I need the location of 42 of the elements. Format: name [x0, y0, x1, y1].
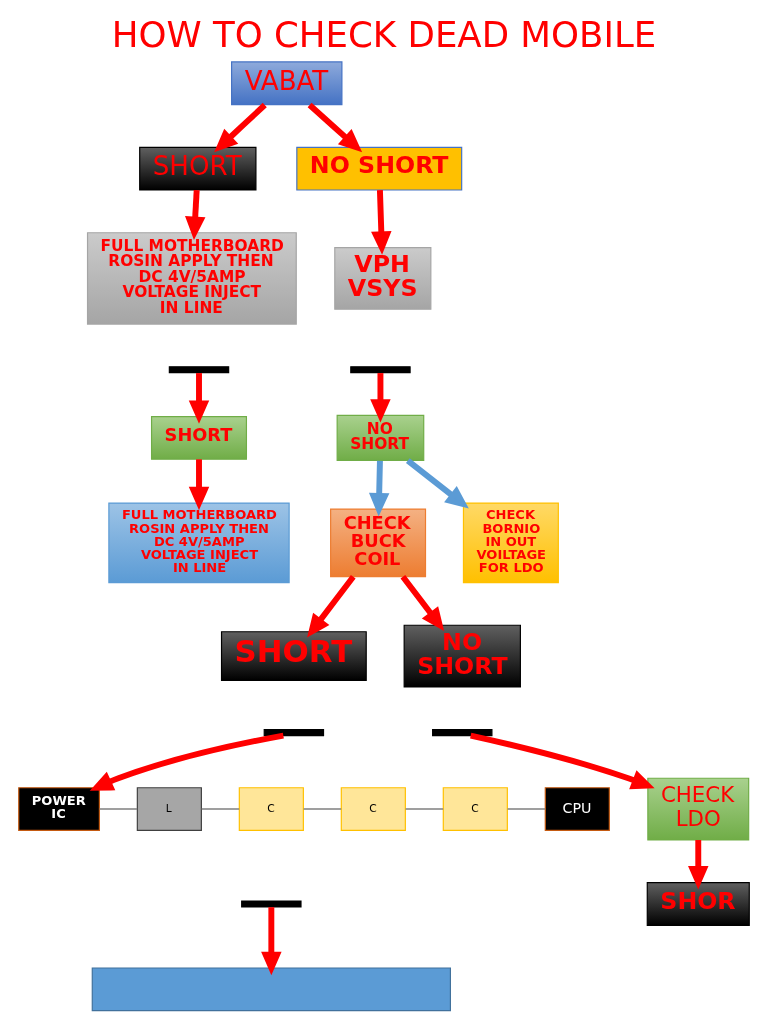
- node-box: CHECK LDO: [647, 777, 750, 841]
- node-box: C: [442, 787, 508, 831]
- arrow: [188, 459, 210, 511]
- node-box: [91, 967, 451, 1012]
- node-box: FULL MOTHERBOARD ROSIN APPLY THEN DC 4V/5AMP VOLTAGE INJECT IN LINE: [108, 502, 290, 584]
- node-box: POWER IC: [18, 787, 100, 831]
- node-box: FULL MOTHERBOARD ROSIN APPLY THEN DC 4V/5AMP VOLTAGE INJECT IN LINE: [86, 232, 297, 325]
- node-box: SHOR: [646, 882, 750, 926]
- node-box: C: [340, 787, 406, 831]
- arrow: [368, 460, 390, 517]
- arrow: [470, 732, 655, 790]
- node-box: CPU: [544, 787, 610, 831]
- node-box: NO SHORT: [336, 414, 425, 461]
- arrow: [89, 732, 284, 791]
- node-box: L: [136, 787, 202, 831]
- connector: [200, 808, 240, 810]
- node-box: NO SHORT: [296, 146, 463, 191]
- arrow: [185, 189, 206, 241]
- arrow: [400, 574, 445, 631]
- arrow: [370, 373, 391, 423]
- arrow: [688, 840, 709, 890]
- arrow: [307, 574, 356, 638]
- node-box: CHECK BORNIO IN OUT VOILTAGE FOR LDO: [462, 502, 559, 584]
- connector: [98, 808, 138, 810]
- node-box: CHECK BUCK COIL: [330, 508, 427, 578]
- arrow: [307, 102, 363, 153]
- diagram-title: HOW TO CHECK DEAD MOBILE: [111, 13, 657, 55]
- arrow: [214, 102, 267, 153]
- node-box: SHORT: [150, 415, 248, 460]
- node-box: SHORT: [220, 631, 367, 681]
- arrow: [188, 373, 210, 424]
- node-box: C: [238, 787, 304, 831]
- node-box: VPH VSYS: [334, 246, 432, 310]
- connector: [506, 808, 546, 810]
- connector: [404, 808, 444, 810]
- connector: [302, 808, 342, 810]
- arrow: [371, 189, 392, 255]
- arrow: [405, 458, 469, 509]
- node-box: SHORT: [139, 146, 257, 191]
- node-box: NO SHORT: [403, 624, 521, 688]
- arrow: [261, 907, 282, 976]
- node-box: VABAT: [231, 61, 343, 106]
